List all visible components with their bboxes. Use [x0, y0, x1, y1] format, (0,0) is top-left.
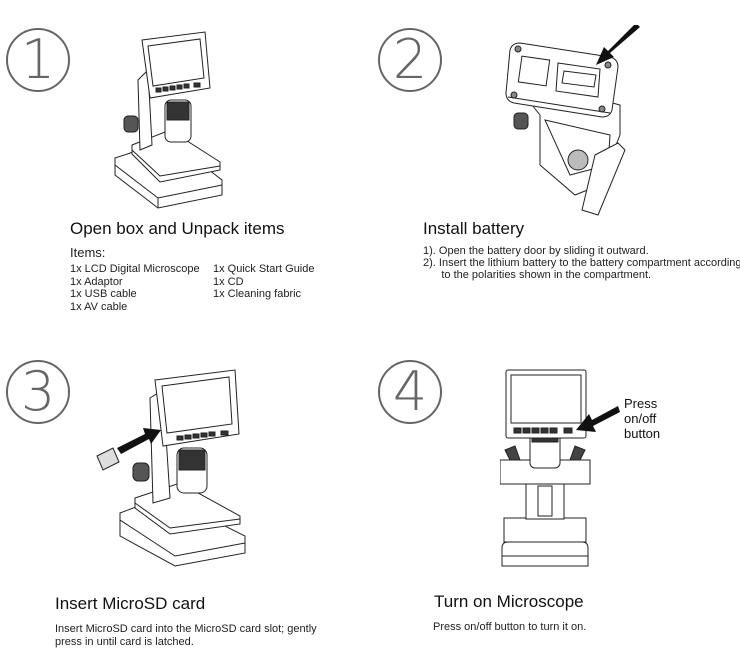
battery-compartment-illustration [500, 25, 640, 220]
step-number-badge: 4 [378, 360, 442, 424]
items-list-left: 1x LCD Digital Microscope 1x Adaptor 1x … [70, 263, 200, 313]
step-number-badge: 3 [6, 360, 70, 424]
instruction-line: Press on/off button to turn it on. [433, 621, 587, 633]
items-heading: Items: [70, 245, 106, 260]
arrow-icon [117, 428, 161, 454]
callout-line: button [624, 426, 661, 441]
instruction-line: Insert MicroSD card into the MicroSD car… [55, 623, 317, 635]
instruction-line: 1). Open the battery door by sliding it … [423, 245, 649, 257]
list-item: 1x AV cable [70, 300, 128, 313]
arrow-icon [596, 25, 640, 65]
step-number-badge: 2 [378, 28, 442, 92]
microsd-insert-illustration [95, 368, 255, 568]
step-title: Open box and Unpack items [70, 219, 285, 238]
step-title: Install battery [423, 219, 525, 238]
instruction-line: to the polarities shown in the compartme… [423, 269, 652, 281]
instruction-line: 2). Insert the lithium battery to the ba… [423, 257, 740, 269]
step-number-badge: 1 [6, 28, 70, 92]
list-item: 1x USB cable [70, 288, 137, 300]
list-item: 1x Cleaning fabric [213, 288, 302, 300]
step-title: Insert MicroSD card [55, 594, 206, 613]
items-list-right: 1x Quick Start Guide 1x CD 1x Cleaning f… [213, 263, 315, 301]
list-item: 1x Adaptor [70, 275, 123, 288]
power-button-callout: Press on/off button [624, 396, 660, 441]
step-title: Turn on Microscope [434, 592, 584, 611]
arrow-icon [576, 406, 620, 432]
list-item: 1x CD [213, 275, 244, 288]
power-on-illustration [500, 368, 620, 573]
callout-line: Press on/off [624, 396, 658, 426]
list-item: 1x Quick Start Guide [213, 263, 315, 275]
microscope-illustration [110, 30, 230, 210]
instruction-line: press in until card is latched. [55, 636, 194, 648]
list-item: 1x LCD Digital Microscope [70, 263, 200, 275]
